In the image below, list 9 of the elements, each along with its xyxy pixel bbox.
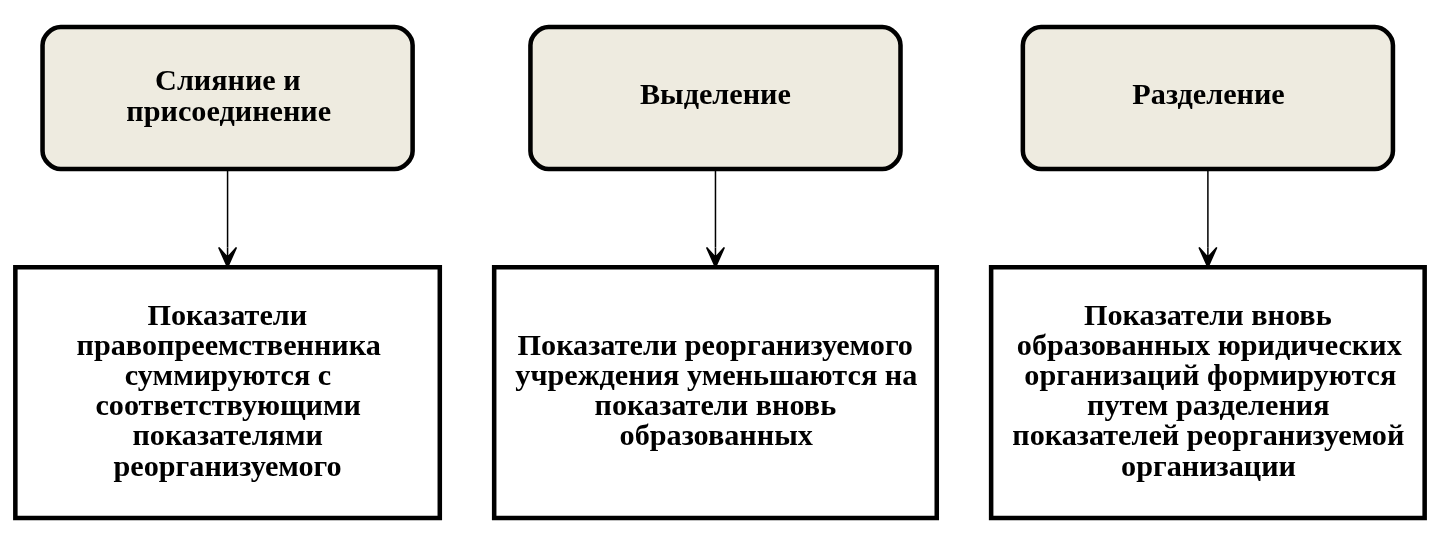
arrow xyxy=(218,168,238,268)
node-box: Слияние и присоединение xyxy=(40,24,415,171)
node-box: Показатели вновь образованных юридических организаций формируются путем разделения показателей реорганизуемой организации xyxy=(988,264,1427,520)
node-box: Выделение xyxy=(528,24,903,171)
node-box: Показатели правопреемственника суммируются с соответствующими показателями реорганизуемого xyxy=(13,264,443,520)
node-box: Разделение xyxy=(1020,24,1396,171)
node-box: Показатели реорганизуемого учреждения уменьшаются на показатели вновь образованных xyxy=(491,264,940,520)
arrow xyxy=(705,168,726,268)
arrow xyxy=(1198,168,1218,268)
